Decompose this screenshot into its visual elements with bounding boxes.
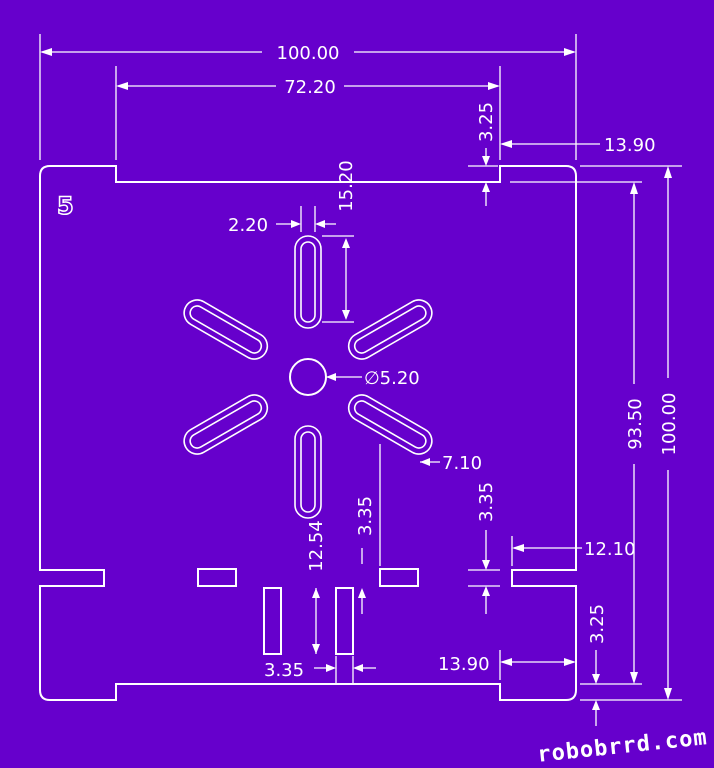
dim-height-overall: 100.00 [580, 165, 682, 701]
dim-notch-depth-top: 3.25 [468, 102, 498, 206]
dim-tab-spacing-bottom: 3.35 [264, 656, 376, 684]
slot-lower-right-outer [347, 394, 433, 455]
cutout-horizontal-right [379, 568, 419, 587]
dim-center-hole: ∅5.20 [326, 368, 420, 389]
label-tab-spacing-bottom: 3.35 [264, 660, 304, 681]
dim-notch-depth-bottom: 3.25 [587, 604, 608, 726]
label-slot-length: 15.20 [336, 160, 357, 212]
dim-slot-width: 2.20 [228, 206, 336, 236]
label-notch-depth-bottom: 3.25 [587, 604, 608, 644]
radial-slots [183, 235, 433, 519]
slot-upper-left-inner [189, 305, 263, 354]
slot-top-inner [300, 241, 316, 323]
cutout-vertical-left [263, 587, 282, 655]
dim-right-offset-top: 13.90 [500, 135, 656, 156]
label-tab-height: 12.54 [306, 520, 327, 572]
label-right-offset-top: 13.90 [604, 135, 656, 156]
part-number-label: 5 [56, 191, 74, 221]
slot-upper-left-outer [183, 299, 269, 360]
part-outline [39, 165, 577, 701]
label-tab-right-offset: 12.10 [584, 539, 636, 560]
dim-slot-offset: 7.10 [379, 444, 482, 566]
label-top-notch-width: 72.20 [284, 77, 336, 98]
center-hole [289, 358, 327, 396]
dim-tab-gap-right: 3.35 [468, 482, 500, 614]
dim-height-inner: 93.50 [510, 181, 646, 685]
label-center-hole: ∅5.20 [364, 368, 420, 389]
label-tab-gap-right: 3.35 [476, 482, 497, 522]
label-overall-width: 100.00 [277, 43, 340, 64]
dim-tab-height: 12.54 [306, 520, 327, 654]
cutout-horizontal-left [197, 568, 237, 587]
label-tab-gap-left: 3.35 [355, 496, 376, 536]
slot-upper-right-outer [347, 299, 433, 360]
slot-lower-left-inner [189, 400, 263, 449]
dim-slot-length: 15.20 [322, 160, 357, 323]
label-height-overall: 100.00 [659, 393, 680, 456]
dim-overall-width: 100.00 [39, 34, 577, 160]
slot-top-outer [294, 235, 322, 329]
label-height-inner: 93.50 [625, 398, 646, 450]
label-notch-depth-top: 3.25 [476, 102, 497, 142]
dim-right-offset-bottom: 13.90 [438, 650, 576, 680]
slot-bottom-outer [294, 425, 322, 519]
slot-upper-right-inner [353, 305, 427, 354]
slot-lower-right-inner [353, 400, 427, 449]
label-slot-width: 2.20 [228, 215, 268, 236]
label-slot-offset: 7.10 [442, 453, 482, 474]
dim-top-notch-width: 72.20 [115, 66, 501, 160]
cutout-vertical-right [335, 587, 354, 655]
label-right-offset-bottom: 13.90 [438, 654, 490, 675]
dim-tab-right-offset: 12.10 [511, 536, 636, 566]
dim-tab-gap-left: 3.35 [355, 496, 376, 614]
slot-lower-left-outer [183, 394, 269, 455]
slot-bottom-inner [300, 431, 316, 513]
